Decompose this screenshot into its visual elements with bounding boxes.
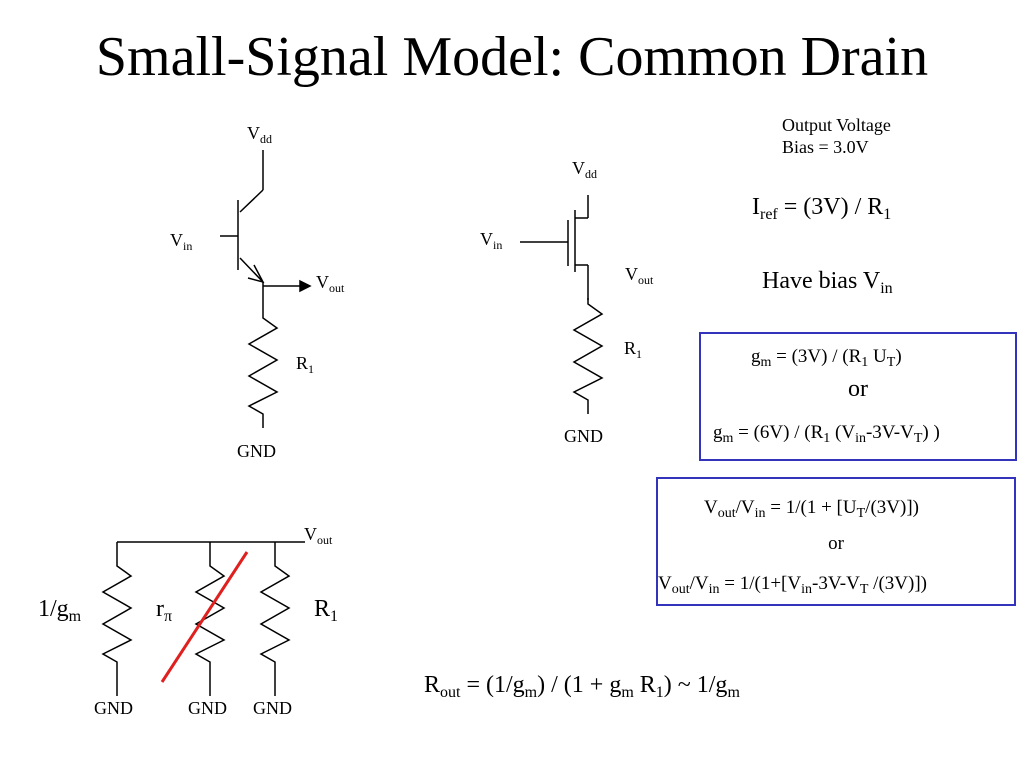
mos-circuit — [520, 195, 604, 414]
slide-title: Small-Signal Model: Common Drain — [95, 26, 929, 88]
gain-eq-line2: Vout/Vin = 1/(1+[Vin-3V-VT /(3V)]) — [658, 573, 927, 597]
have-bias-text: Have bias Vin — [762, 268, 893, 297]
ss-gnd3-label: GND — [253, 698, 292, 718]
mos-vout-label: Vout — [625, 264, 654, 287]
mos-r1-label: R1 — [624, 338, 643, 361]
ss-gm-label: 1/gm — [38, 596, 82, 625]
bias-note-line1: Output Voltage — [782, 115, 891, 135]
small-signal-circuit — [101, 541, 305, 696]
mos-gnd-label: GND — [564, 426, 603, 446]
gm-or-text: or — [848, 376, 868, 402]
rout-equation: Rout = (1/gm) / (1 + gm R1) ~ 1/gm — [424, 672, 740, 701]
ss-gnd1-label: GND — [94, 698, 133, 718]
gain-eq-line1: Vout/Vin = 1/(1 + [UT/(3V)]) — [704, 497, 919, 521]
bjt-vout-label: Vout — [316, 272, 345, 295]
bjt-vin-label: Vin — [170, 230, 193, 253]
gain-or-text: or — [828, 533, 844, 554]
gm-equation-box: gm = (3V) / (R1 UT) or gm = (6V) / (R1 (… — [699, 332, 1017, 461]
mos-vin-label: Vin — [480, 229, 503, 252]
gm-eq-line1: gm = (3V) / (R1 UT) — [751, 346, 902, 370]
bjt-r1-label: R1 — [296, 353, 315, 376]
bjt-gnd-label: GND — [237, 441, 276, 461]
gain-equation-box: Vout/Vin = 1/(1 + [UT/(3V)]) or Vout/Vin… — [656, 477, 1016, 606]
rpi-strike-line — [160, 551, 249, 683]
mos-resistor — [572, 298, 604, 414]
bjt-resistor — [247, 312, 279, 428]
bias-note-line2: Bias = 3.0V — [782, 137, 869, 157]
bjt-vdd-label: Vdd — [247, 123, 272, 146]
r1-ss-resistor — [259, 560, 291, 696]
ss-vout-label: Vout — [304, 524, 333, 547]
gm-resistor — [101, 560, 133, 696]
mos-vdd-label: Vdd — [572, 158, 597, 181]
ss-r1-label: R1 — [314, 596, 339, 625]
ss-rpi-label: rπ — [156, 596, 173, 625]
iref-equation: Iref = (3V) / R1 — [752, 194, 892, 223]
ss-gnd2-label: GND — [188, 698, 227, 718]
rpi-resistor — [194, 560, 226, 696]
gm-eq-line2: gm = (6V) / (R1 (Vin-3V-VT) ) — [713, 422, 940, 446]
bjt-circuit — [220, 150, 312, 428]
bias-note: Output Voltage Bias = 3.0V — [782, 114, 891, 158]
